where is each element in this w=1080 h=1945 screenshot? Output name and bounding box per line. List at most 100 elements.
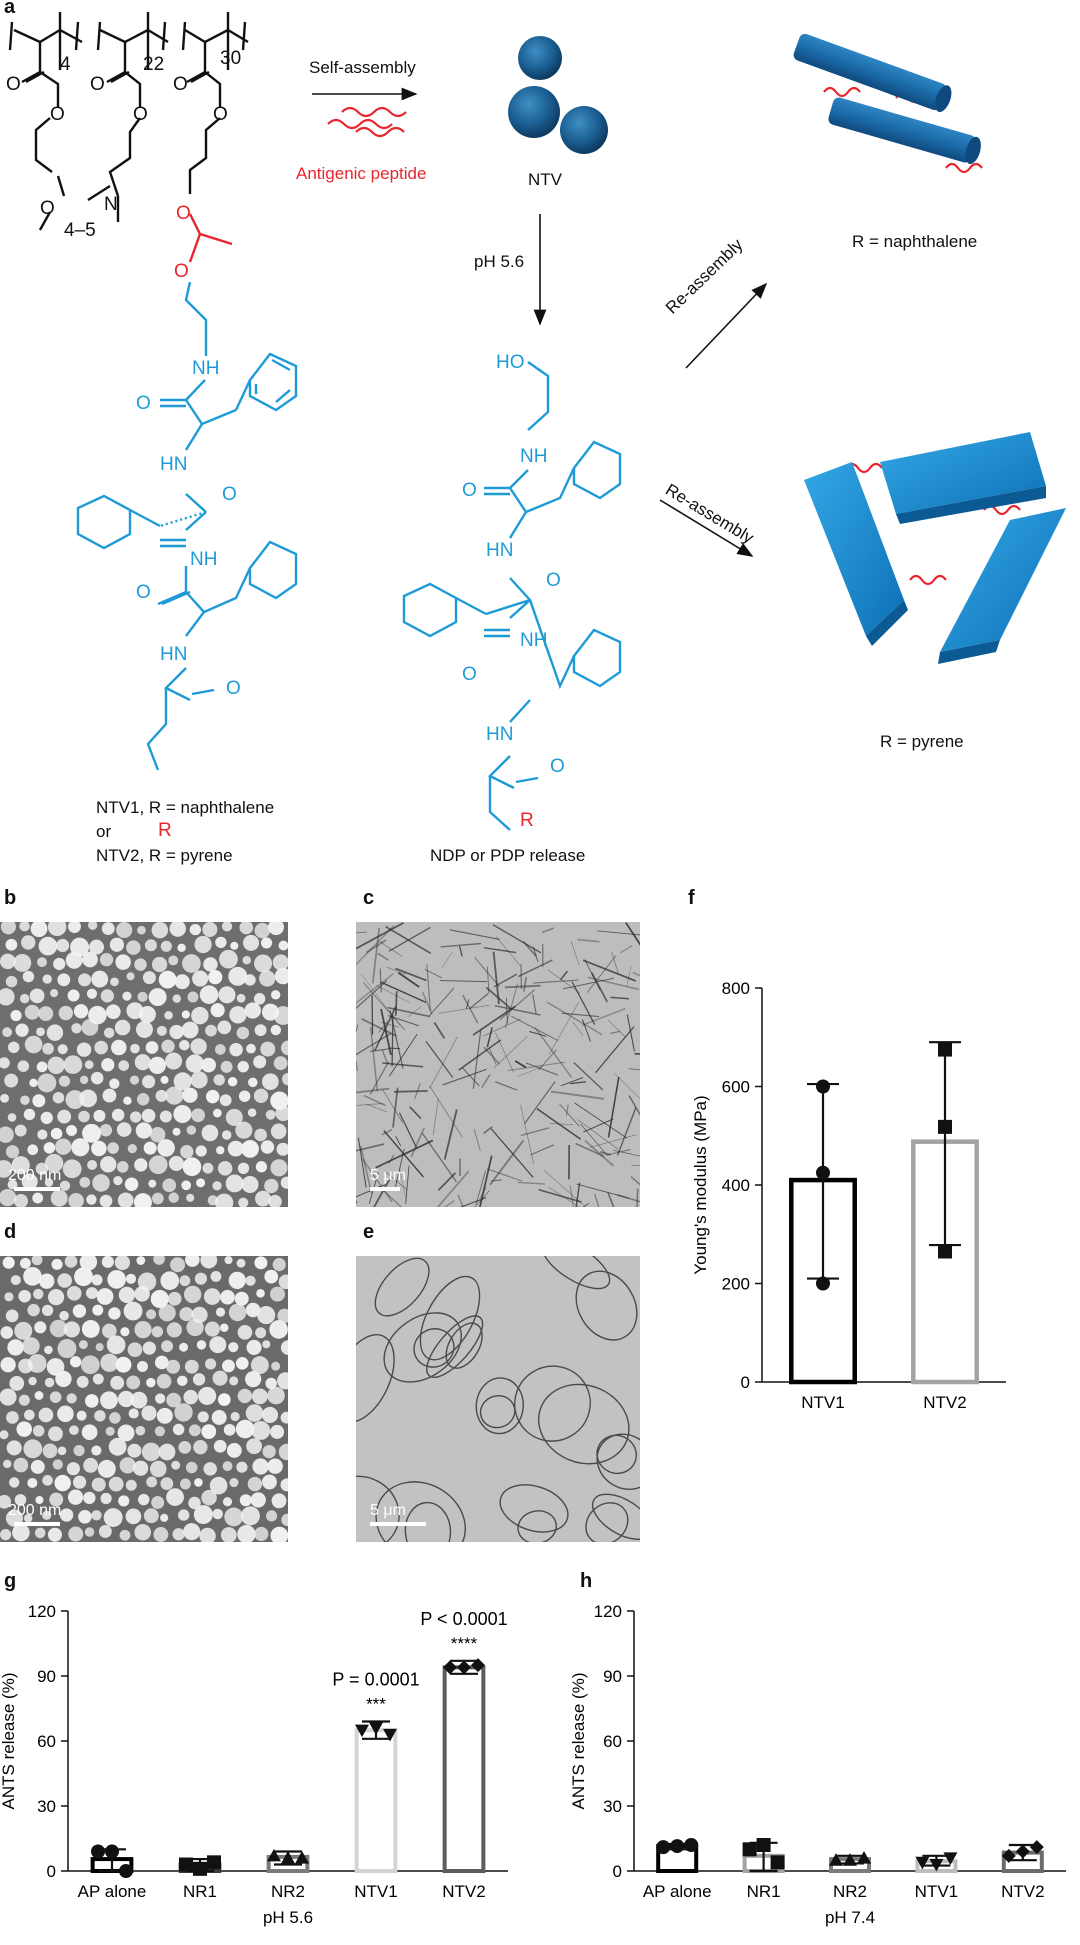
scale-bar-label: 200 nm [8, 1502, 62, 1519]
peptide-left [76, 281, 298, 771]
self-assembly-label: Self-assembly [309, 58, 416, 77]
x-tick-label: NTV1 [354, 1882, 397, 1901]
y-tick-label: 0 [741, 1373, 750, 1392]
y-tick-label: 60 [603, 1732, 622, 1751]
x-tick-label: AP alone [643, 1882, 712, 1901]
tem-image-d: 200 nm [0, 1256, 288, 1542]
y-tick-label: 0 [47, 1862, 56, 1881]
x-tick-label: NTV2 [442, 1882, 485, 1901]
data-point [684, 1838, 699, 1852]
data-point [816, 1276, 830, 1291]
y-tick-label: 90 [603, 1667, 622, 1686]
data-point [816, 1165, 830, 1180]
svg-text:O: O [462, 480, 477, 501]
y-tick-label: 30 [603, 1797, 622, 1816]
panel-c-letter: c [363, 887, 375, 909]
scale-bar [14, 1187, 60, 1191]
nanorods [793, 33, 981, 164]
release-caption: NDP or PDP release [430, 846, 586, 865]
svg-text:O: O [50, 104, 65, 125]
y-tick-label: 800 [722, 979, 750, 998]
data-point [207, 1855, 221, 1870]
panel-a-schematic: 4 22 30 O O O O O O O N 4–5 O O R R [6, 12, 1066, 841]
tem-image-c: 5 μm [356, 922, 640, 1207]
r-naphthalene-label: R = naphthalene [852, 232, 978, 251]
svg-text:O: O [40, 198, 55, 219]
svg-text:O: O [222, 484, 237, 505]
svg-text:O: O [226, 678, 241, 699]
nanosheets [804, 432, 1066, 664]
svg-text:O: O [90, 74, 105, 95]
data-point [179, 1857, 193, 1872]
data-point [281, 1851, 295, 1864]
ph-label: pH 5.6 [474, 252, 525, 271]
repeat-unit-30: 30 [220, 48, 241, 69]
svg-text:HO: HO [496, 352, 525, 373]
antigenic-peptide-label: Antigenic peptide [296, 164, 427, 183]
data-point [1015, 1844, 1030, 1859]
tem-image-b: 200 nm [0, 922, 288, 1207]
panel-e-letter: e [363, 1221, 375, 1243]
data-point [443, 1660, 457, 1675]
data-point [857, 1851, 871, 1864]
y-tick-label: 60 [37, 1732, 56, 1751]
ntv1-caption: NTV1, R = naphthalene [96, 798, 275, 817]
nanoparticle-dots [0, 922, 288, 1207]
scale-bar [370, 1187, 400, 1191]
svg-text:HN: HN [486, 540, 513, 561]
y-tick-label: 600 [722, 1078, 750, 1097]
svg-text:NH: NH [520, 630, 547, 651]
scale-bar [370, 1522, 426, 1526]
r-pyrene-label: R = pyrene [880, 732, 964, 751]
peg-repeat: 4–5 [64, 220, 96, 241]
scale-bar-label: 5 μm [370, 1167, 406, 1184]
repeat-unit-4: 4 [60, 54, 71, 75]
svg-text:O: O [550, 756, 565, 777]
bar-ntv2 [442, 1665, 486, 1874]
data-point [756, 1838, 771, 1852]
bar-ntv1 [354, 1728, 398, 1873]
scale-bar [14, 1522, 60, 1526]
x-tick-label: NTV2 [923, 1393, 966, 1412]
data-point [742, 1842, 757, 1857]
data-point [938, 1244, 952, 1259]
data-point [383, 1728, 397, 1742]
y-tick-label: 0 [613, 1862, 622, 1881]
svg-text:NH: NH [520, 446, 547, 467]
svg-text:N: N [104, 194, 118, 215]
data-point [295, 1851, 309, 1864]
svg-text:O: O [176, 203, 191, 224]
ntv-spheres [508, 36, 608, 154]
polymer-backbone [8, 12, 249, 231]
data-point [915, 1856, 930, 1870]
reassembly-arrow-bottom [659, 499, 754, 557]
x-tick-label: NR2 [271, 1882, 305, 1901]
data-point [105, 1844, 119, 1859]
data-point [670, 1839, 685, 1854]
svg-text:NH: NH [192, 358, 219, 379]
svg-text:O: O [173, 74, 188, 95]
x-tick-label: NTV1 [801, 1393, 844, 1412]
panel-h-letter: h [580, 1570, 593, 1592]
y-axis-label: Young's modulus (MPa) [691, 1095, 710, 1274]
data-point [355, 1724, 369, 1738]
panel-d-letter: d [4, 1221, 17, 1243]
data-point [471, 1658, 485, 1673]
svg-text:O: O [546, 570, 561, 591]
peptide-released [402, 361, 622, 831]
data-point [938, 1042, 952, 1057]
svg-text:O: O [136, 393, 151, 414]
svg-text:O: O [133, 104, 148, 125]
data-point [91, 1844, 105, 1859]
data-point [457, 1660, 471, 1675]
svg-text:O: O [136, 582, 151, 603]
reassembly-arrow-top [685, 282, 768, 369]
scale-bar-label: 200 nm [8, 1167, 62, 1184]
data-point [816, 1079, 830, 1094]
data-point [267, 1848, 281, 1862]
or-caption: or [96, 822, 112, 841]
panel-f-letter: f [688, 887, 695, 909]
data-point [119, 1864, 133, 1878]
